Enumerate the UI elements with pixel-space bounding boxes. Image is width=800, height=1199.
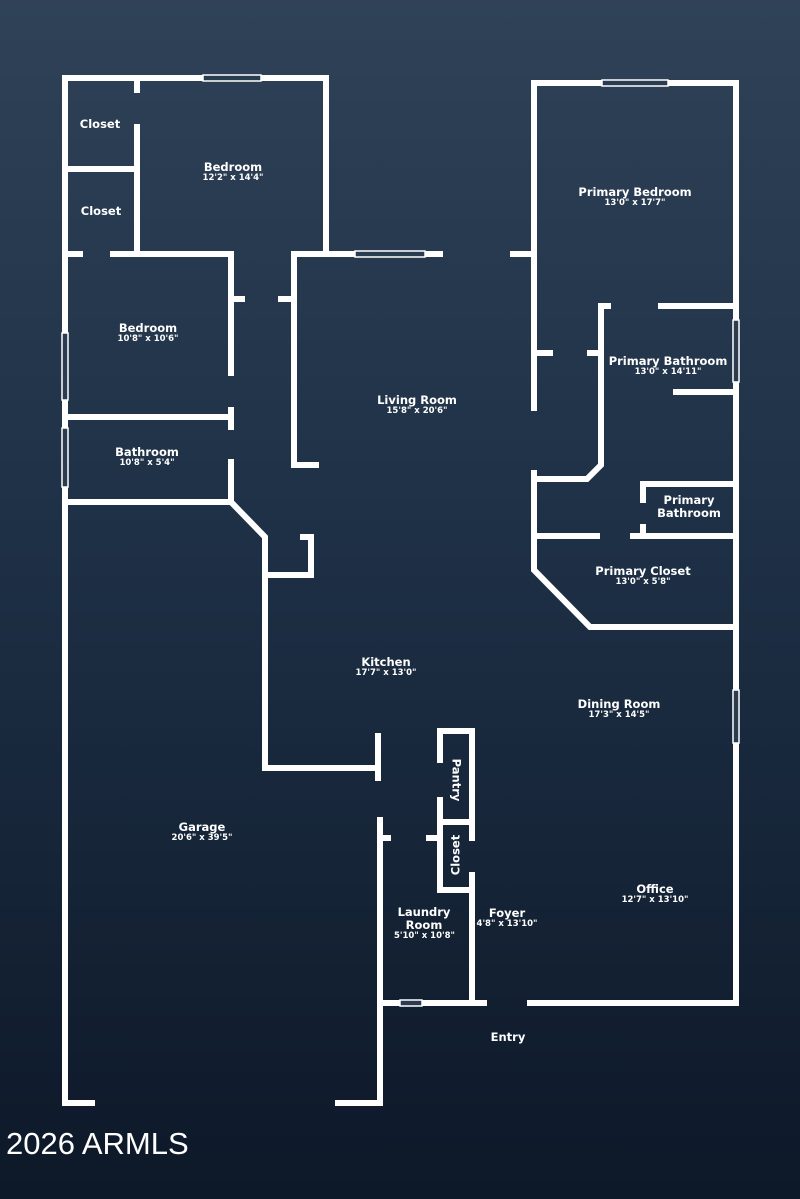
room-closet: Closet — [79, 117, 121, 131]
room-closet: Closet — [448, 834, 463, 876]
copyright-text: 2026 ARMLS — [6, 1126, 189, 1161]
windows — [61, 74, 740, 1007]
room-primary-bathroom-2: Primary Bathroom — [657, 493, 721, 521]
room-closet: Closet — [80, 204, 122, 218]
room-pantry: Pantry — [449, 758, 464, 802]
room-entry: Entry — [490, 1030, 526, 1044]
